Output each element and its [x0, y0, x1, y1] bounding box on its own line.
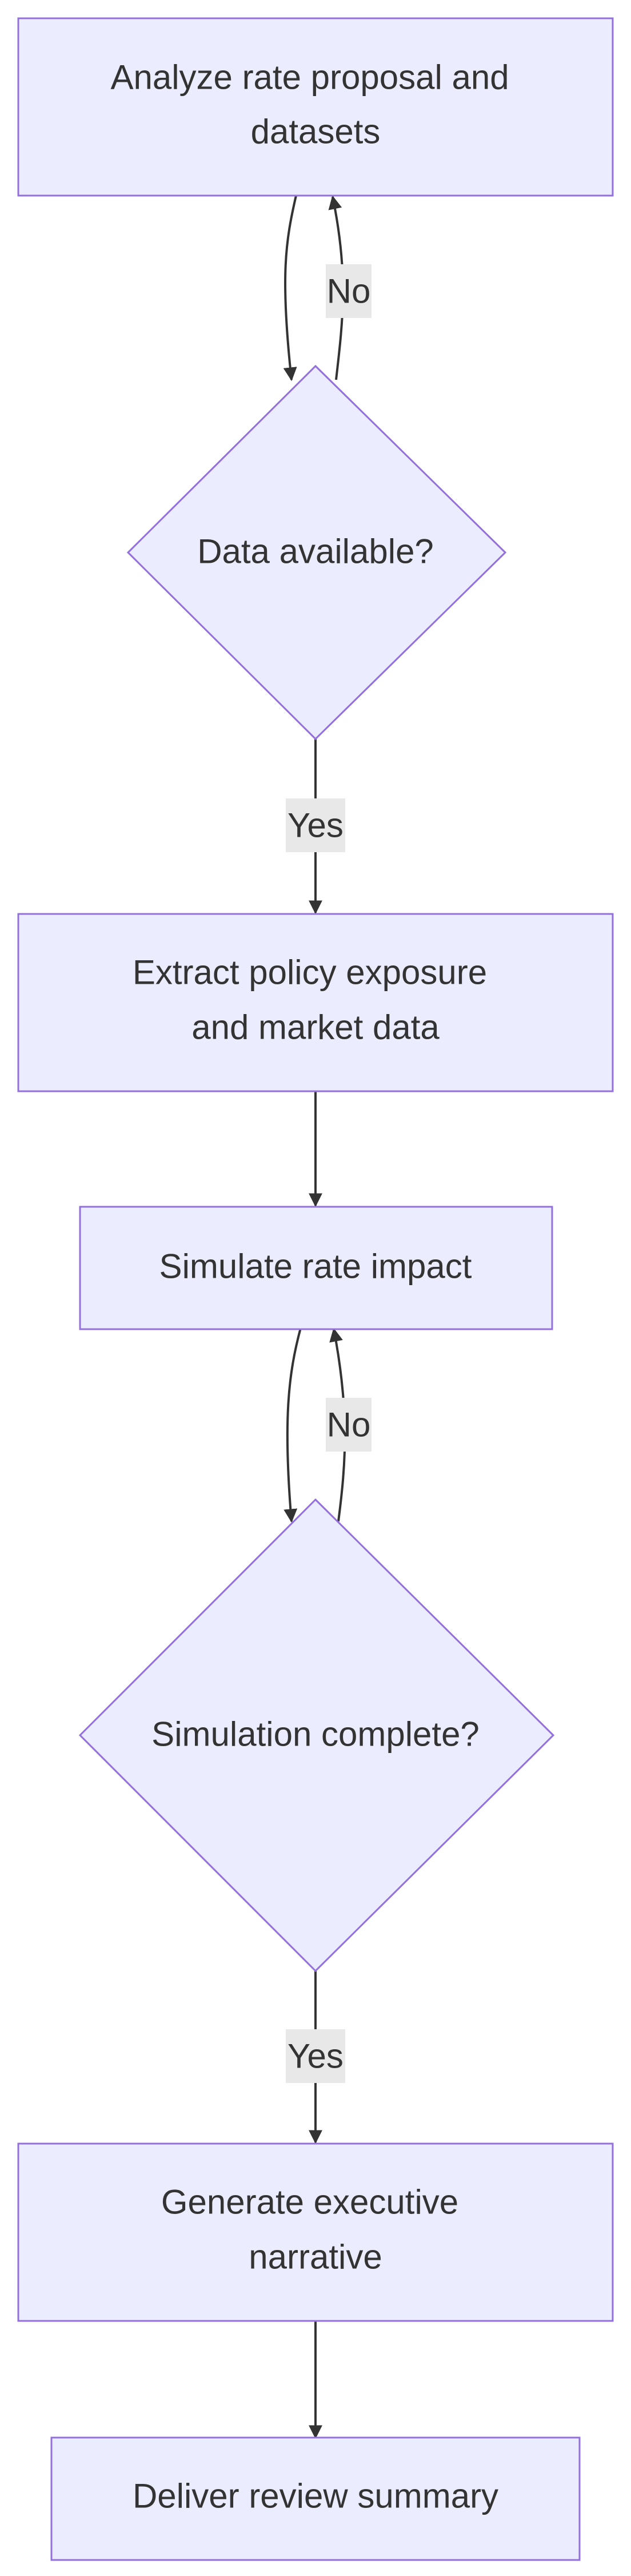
node-extract-line-1: Extract policy exposure [133, 953, 487, 992]
node-simulation-complete-text: Simulation complete? [151, 1715, 480, 1754]
node-analyze-line-2: datasets [251, 113, 381, 151]
edge-label-no-2: No [326, 1398, 372, 1452]
edge-labels: No Yes No Yes [286, 264, 372, 2083]
node-simulate-rate-impact: Simulate rate impact [79, 1206, 553, 1330]
node-data-available-decision: Data available? [126, 364, 507, 741]
edge-label-yes-1: Yes [286, 798, 345, 852]
edge-analyze-to-data-available [283, 195, 297, 381]
node-generate-line-2: narrative [249, 2238, 382, 2276]
node-extract-policy-exposure: Extract policy exposure and market data [17, 913, 614, 1092]
node-extract-line-2: and market data [191, 1008, 440, 1047]
node-analyze-rate-proposal: Analyze rate proposal and datasets [17, 17, 614, 197]
edge-label-yes-2-text: Yes [287, 2037, 344, 2076]
node-data-available-text: Data available? [197, 532, 434, 571]
edge-label-yes-2: Yes [286, 2029, 345, 2083]
node-analyze-line-1: Analyze rate proposal and [110, 58, 509, 97]
edge-label-yes-1-text: Yes [287, 806, 344, 845]
edge-label-no-1-text: No [327, 272, 371, 311]
edge-simulate-to-simulation-complete [283, 1327, 302, 1523]
nodes: Analyze rate proposal and datasets Data … [17, 17, 614, 2561]
edge-label-no-2-text: No [327, 1406, 371, 1444]
node-simulation-complete-decision: Simulation complete? [78, 1498, 555, 1973]
node-generate-line-1: Generate executive [161, 2183, 458, 2221]
node-deliver-review-summary: Deliver review summary [50, 2436, 581, 2561]
node-simulate-text: Simulate rate impact [159, 1247, 472, 1286]
edge-label-no-1: No [326, 264, 372, 318]
node-deliver-text: Deliver review summary [133, 2477, 498, 2515]
node-generate-executive-narrative: Generate executive narrative [17, 2142, 614, 2322]
